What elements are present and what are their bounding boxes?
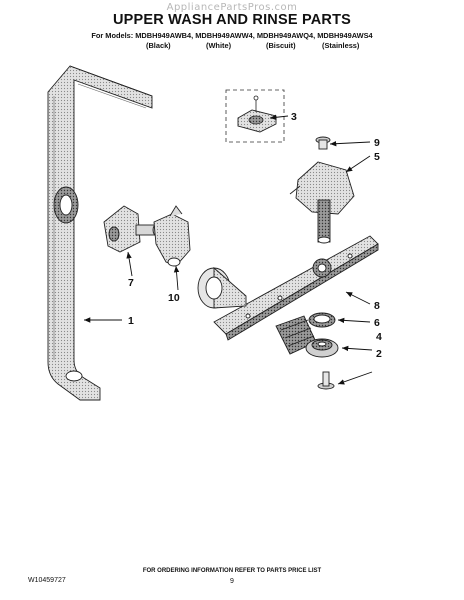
callout-8: 8 [374, 300, 380, 312]
callout-10: 10 [168, 292, 180, 304]
watermark: AppliancePartsPros.com [166, 2, 298, 13]
callout-1: 1 [128, 315, 134, 327]
callout-3: 3 [291, 111, 297, 123]
page-number: 9 [230, 578, 234, 585]
callout-9: 9 [374, 137, 380, 149]
connector-part-7 [103, 205, 162, 253]
ring-part-6 [308, 312, 336, 328]
screw-part-9 [315, 136, 331, 150]
finish-black: (Black) [146, 41, 171, 50]
bracket-part-10 [153, 205, 191, 267]
callout-7: 7 [128, 277, 134, 289]
callout-6: 6 [374, 317, 380, 329]
models-line: For Models: MDBH949AWB4, MDBH949AWW4, MD… [91, 31, 373, 40]
finish-stainless: (Stainless) [322, 41, 360, 50]
nut-part-2 [317, 371, 335, 390]
wash-arm-part-8 [213, 235, 379, 341]
callout-5: 5 [374, 151, 380, 163]
page-title: UPPER WASH AND RINSE PARTS [112, 12, 352, 28]
leader-lines [84, 114, 373, 385]
bearing-part-4 [305, 338, 339, 358]
supply-tube-part [47, 65, 153, 401]
finish-biscuit: (Biscuit) [266, 41, 296, 50]
hub-part-5 [289, 161, 355, 244]
finish-white: (White) [206, 41, 232, 50]
callout-2: 2 [376, 348, 382, 360]
spring-tube [275, 315, 317, 355]
doc-number: W10459727 [28, 577, 66, 584]
ordering-info: FOR ORDERING INFORMATION REFER TO PARTS … [142, 568, 322, 574]
callout-4: 4 [376, 331, 382, 343]
inset-part-3 [225, 89, 285, 143]
funnel-part [197, 267, 247, 309]
